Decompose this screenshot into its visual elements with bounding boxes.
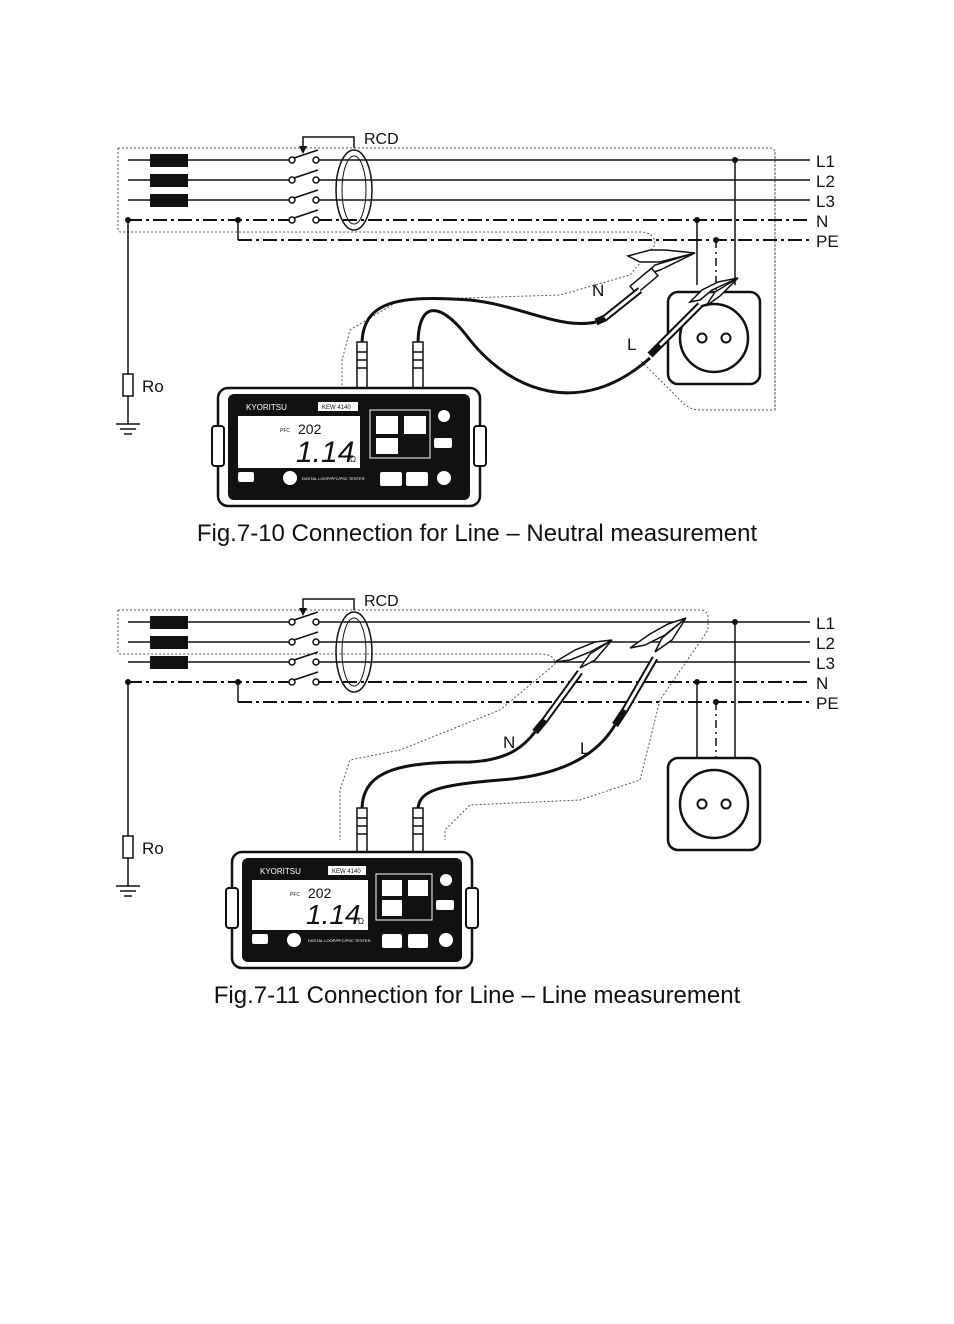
figure-caption-7-10: Fig.7-10 Connection for Line – Neutral m… <box>196 520 758 547</box>
wall-socket <box>666 756 762 852</box>
rcd-switches <box>288 611 320 686</box>
wall-socket <box>666 290 762 386</box>
label-pe: PE <box>816 232 839 251</box>
clip-n <box>532 639 613 735</box>
label-n: N <box>816 212 828 231</box>
label-l2: L2 <box>816 634 835 653</box>
figure-7-10: RCD Ro L1 L2 L3 N PE <box>0 0 954 560</box>
lead-label-l: L <box>580 739 589 758</box>
diagram-line-neutral: RCD Ro L1 L2 L3 N PE <box>116 131 839 508</box>
test-button <box>238 472 254 482</box>
rcd-label: RCD <box>364 593 399 610</box>
label-l3: L3 <box>816 192 835 211</box>
svg-text:1.14: 1.14 <box>306 899 361 930</box>
rcd-label: RCD <box>364 131 399 148</box>
cable-l <box>416 309 651 395</box>
plug-n <box>356 807 368 855</box>
clip-l <box>612 617 687 727</box>
clip-n <box>594 249 696 326</box>
svg-text:DIGITAL LOOP/PFC/PSC TESTER: DIGITAL LOOP/PFC/PSC TESTER <box>302 476 365 481</box>
phase-button <box>406 472 428 486</box>
earth-label: Ro <box>142 839 164 858</box>
enclosure-outline <box>117 609 709 840</box>
power-button <box>437 471 451 485</box>
cable-l <box>416 724 617 811</box>
svg-text:DIGITAL LOOP/PFC/PSC TESTER: DIGITAL LOOP/PFC/PSC TESTER <box>308 938 371 943</box>
svg-text:Ω: Ω <box>350 455 356 464</box>
plug-n <box>356 341 368 391</box>
lead-label-l: L <box>627 335 636 354</box>
svg-text:KYORITSU: KYORITSU <box>260 867 301 876</box>
cable-n <box>360 731 537 811</box>
rcd-switches <box>288 149 320 224</box>
rcd-toroid <box>335 611 373 693</box>
figure-7-11: RCD Ro L1 L2 L3 N PE <box>0 580 954 1020</box>
label-l2: L2 <box>816 172 835 191</box>
plug-l <box>412 341 424 391</box>
earth-label: Ro <box>142 377 164 396</box>
clip-l <box>647 277 739 358</box>
model-label: KEW 4140 <box>322 405 351 411</box>
figure-caption-7-11: Fig.7-11 Connection for Line – Line meas… <box>213 982 741 1009</box>
diagram-line-line: RCD Ro L1 L2 L3 N PE <box>116 593 839 970</box>
label-l3: L3 <box>816 654 835 673</box>
label-l1: L1 <box>816 614 835 633</box>
tester-instrument: KYORITSU KEW 4140 PFC 202 1.14 Ω DIGITAL… <box>225 850 479 970</box>
svg-text:PFC: PFC <box>290 892 300 898</box>
svg-text:KEW 4140: KEW 4140 <box>332 869 361 875</box>
svg-text:PFC: PFC <box>280 428 290 434</box>
lead-label-n: N <box>503 733 515 752</box>
svg-text:202: 202 <box>308 885 332 901</box>
brand-label: KYORITSU <box>246 403 287 412</box>
cable-n <box>360 297 597 346</box>
label-n: N <box>816 674 828 693</box>
plug-l <box>412 807 424 855</box>
volts-button <box>380 472 402 486</box>
lead-label-n: N <box>592 281 604 300</box>
rcd-toroid <box>335 149 373 231</box>
earth-resistor <box>122 373 134 397</box>
label-pe: PE <box>816 694 839 713</box>
svg-text:Ω: Ω <box>358 917 364 926</box>
tester-instrument: KYORITSU KEW 4140 PFC 202 1.14 Ω DIGITAL… <box>211 386 487 508</box>
display-large: 1.14 <box>296 436 354 469</box>
label-l1: L1 <box>816 152 835 171</box>
backlight-button <box>283 471 297 485</box>
display-small: 202 <box>298 421 322 437</box>
